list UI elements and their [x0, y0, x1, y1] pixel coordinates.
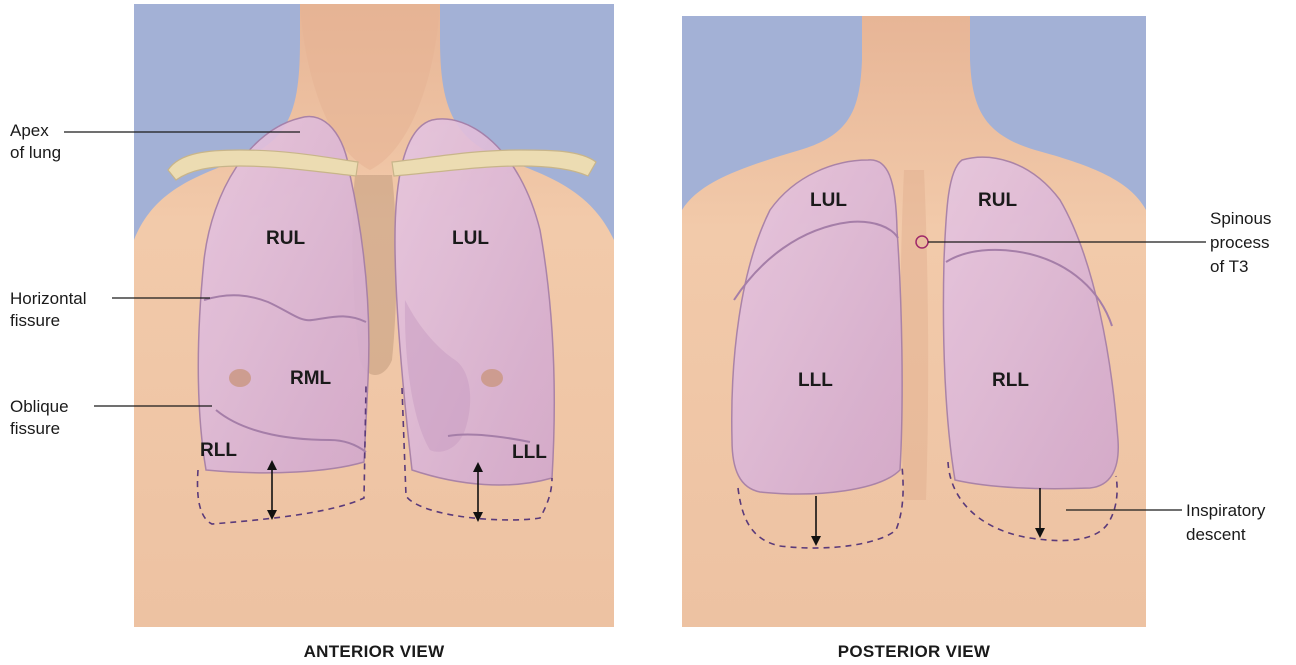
- apex-label-line2: of lung: [10, 143, 61, 162]
- oblique-fissure-label-line1: Oblique: [10, 397, 69, 416]
- oblique-fissure-label-line2: fissure: [10, 419, 60, 438]
- spinous-process-label-line3: of T3: [1210, 257, 1248, 276]
- anterior-panel: [134, 4, 614, 627]
- posterior-view-caption: POSTERIOR VIEW: [838, 642, 991, 661]
- posterior-rul-label: RUL: [978, 190, 1017, 211]
- left-nipple: [481, 369, 503, 387]
- spinous-process-label-line1: Spinous: [1210, 209, 1271, 228]
- horizontal-fissure-label-line1: Horizontal: [10, 289, 87, 308]
- spine-shading: [900, 170, 928, 500]
- anterior-lll-label: LLL: [512, 442, 547, 463]
- posterior-lll-label: LLL: [798, 370, 833, 391]
- anterior-rml-label: RML: [290, 368, 332, 389]
- inspiratory-descent-label-line1: Inspiratory: [1186, 501, 1266, 520]
- apex-label-line1: Apex: [10, 121, 49, 140]
- right-nipple: [229, 369, 251, 387]
- spinous-process-label-line2: process: [1210, 233, 1270, 252]
- anterior-rul-label: RUL: [266, 228, 305, 249]
- posterior-rll-label: RLL: [992, 370, 1029, 391]
- anterior-lul-label: LUL: [452, 228, 489, 249]
- anterior-rll-label: RLL: [200, 440, 237, 461]
- inspiratory-descent-label-line2: descent: [1186, 525, 1246, 544]
- horizontal-fissure-label-line2: fissure: [10, 311, 60, 330]
- posterior-lul-label: LUL: [810, 190, 847, 211]
- posterior-panel: [682, 16, 1146, 627]
- anterior-view-caption: ANTERIOR VIEW: [304, 642, 446, 661]
